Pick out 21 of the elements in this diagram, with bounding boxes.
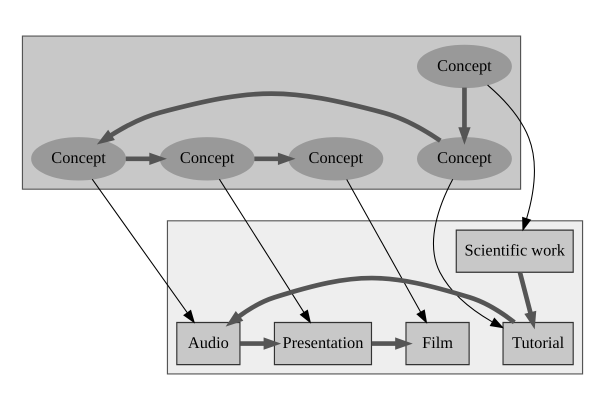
arrow bbox=[226, 275, 516, 326]
node-ellipse: Concept bbox=[160, 136, 255, 180]
arrow bbox=[96, 90, 442, 144]
arrow bbox=[518, 271, 536, 329]
node-box: Audio bbox=[176, 321, 241, 365]
cluster bbox=[22, 34, 522, 190]
arrow bbox=[254, 152, 296, 164]
arrow bbox=[487, 84, 535, 231]
arrow bbox=[372, 336, 413, 350]
arrow bbox=[126, 152, 167, 164]
node-box: Tutorial bbox=[502, 321, 574, 365]
node-ellipse: Concept bbox=[417, 136, 512, 180]
node-ellipse: Concept bbox=[417, 44, 512, 88]
node-ellipse: Concept bbox=[288, 136, 384, 180]
arrow bbox=[240, 336, 282, 350]
node-box: Scientific work bbox=[456, 229, 574, 272]
node-box: Presentation bbox=[274, 321, 372, 365]
node-ellipse: Concept bbox=[31, 136, 126, 180]
cluster bbox=[166, 220, 584, 374]
node-box: Film bbox=[405, 321, 470, 365]
arrow bbox=[458, 87, 471, 144]
